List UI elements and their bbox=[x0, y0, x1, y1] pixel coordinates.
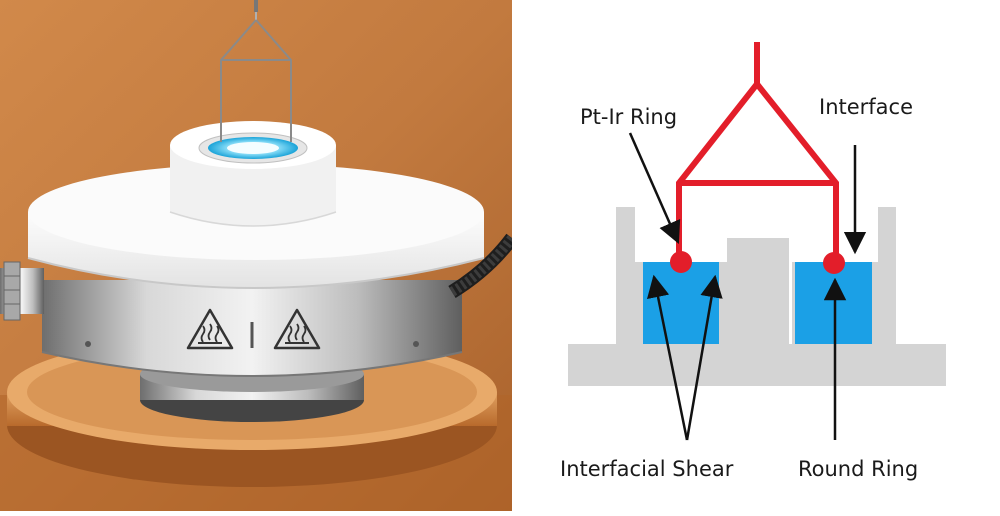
ring-diagram: Pt-Ir Ring Interface Interfacial Shear R… bbox=[512, 0, 1000, 511]
label-interfacial-shear: Interfacial Shear bbox=[560, 457, 734, 481]
ring-cross-section-left bbox=[670, 251, 692, 273]
liquid-well-right bbox=[795, 262, 872, 344]
side-connector bbox=[0, 262, 44, 320]
steel-housing bbox=[42, 280, 462, 376]
label-pt-ir-ring: Pt-Ir Ring bbox=[580, 105, 677, 129]
liquid-well-left bbox=[643, 262, 719, 344]
center-post bbox=[728, 238, 789, 344]
pt-ir-ring-arrow bbox=[630, 133, 678, 242]
ring-hanger bbox=[679, 42, 836, 262]
ring-cross-section-right bbox=[823, 252, 845, 274]
label-interface: Interface bbox=[819, 95, 913, 119]
label-round-ring: Round Ring bbox=[798, 457, 918, 481]
instrument-photo bbox=[0, 0, 512, 511]
